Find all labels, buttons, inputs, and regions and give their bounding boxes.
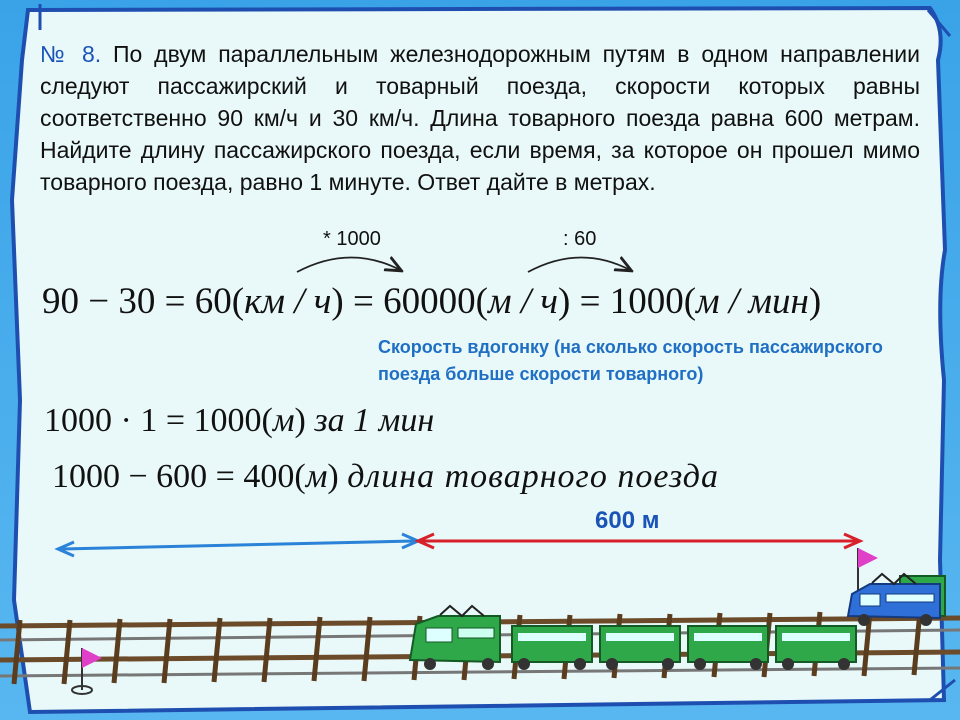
eq1-unit1: км / ч [244,281,332,322]
equation-distance: 1000 · 1 = 1000(м) за 1 мин [44,402,435,439]
eq1-right: = 1000 [579,281,684,322]
catch-up-speed-note: Скорость вдогонку (на сколько скорость п… [378,337,883,384]
unknown-length-arrow [54,532,422,558]
problem-statement: № 8. По двум параллельным железнодорожны… [40,38,920,198]
freight-length-arrow [414,532,864,550]
passenger-train [846,572,946,626]
problem-number: № 8. [40,41,102,67]
eq1-left: 90 − 30 = 60 [42,281,232,322]
flag-icon [857,548,878,590]
eq1-unit2: м / ч [487,281,558,322]
multiply-label: * 1000 [323,228,381,250]
equation-speed: 90 − 30 = 60(км / ч) = 60000(м / ч) = 10… [42,281,822,322]
freight-train [408,604,857,670]
content-panel [9,5,948,715]
eq3-left: 1000 − 600 = 400 [52,458,295,495]
convert-arrow-2 [527,257,630,273]
flag-icon [71,648,102,695]
eq2-unit: м [272,402,295,439]
eq3-unit: м [305,458,328,495]
divide-label: : 60 [563,228,597,250]
distance-label: 600 м [595,507,660,534]
eq1-middle: = 60000 [353,281,476,322]
eq2-tail: за 1 мин [314,402,435,439]
convert-arrow-1 [296,257,400,273]
problem-text: По двум параллельным железнодорожным пут… [40,41,920,195]
equation-length: 1000 − 600 = 400(м) длина товарного поез… [52,458,719,495]
eq1-unit3: м / мин [696,281,809,322]
eq3-tail: длина товарного поезда [347,458,719,495]
eq2-left: 1000 · 1 = 1000 [44,402,262,439]
